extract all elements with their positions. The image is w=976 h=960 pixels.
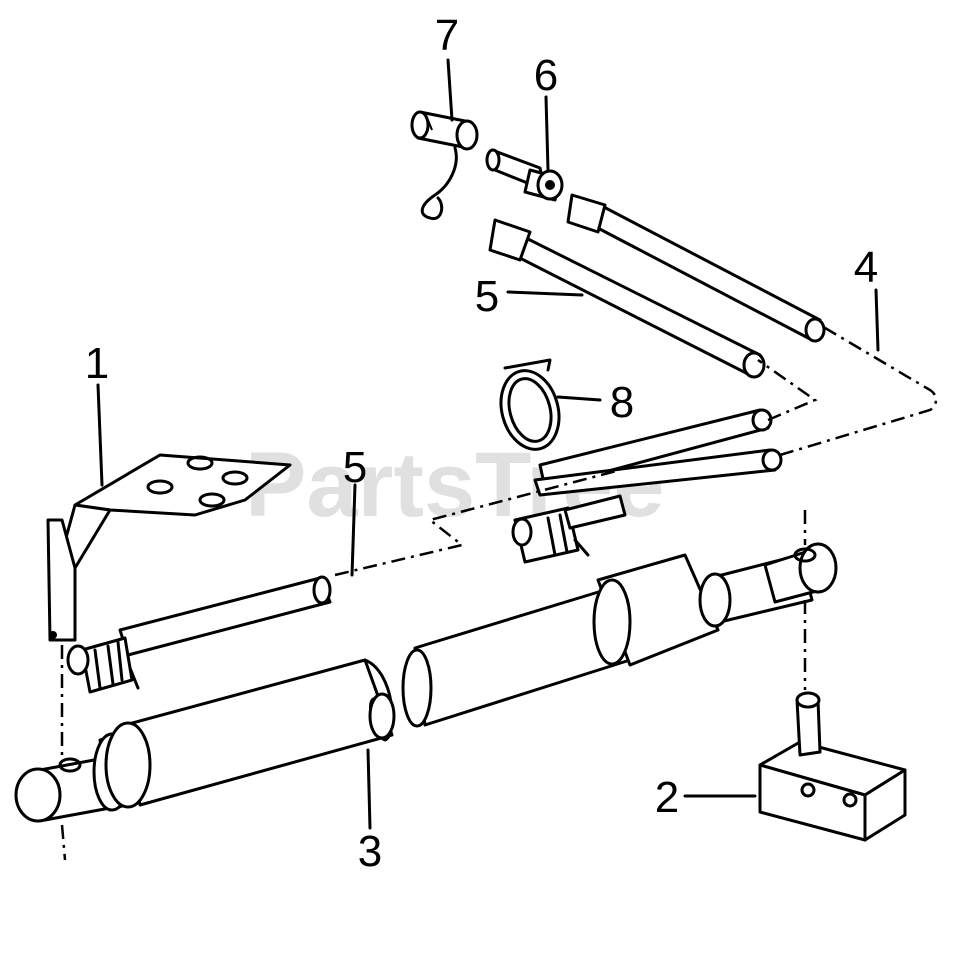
callout-1: 1 <box>85 339 109 388</box>
leader-1 <box>96 383 104 487</box>
part-hose-upper[interactable] <box>488 193 826 564</box>
part-cylinder[interactable] <box>14 542 838 823</box>
callout-3: 3 <box>358 827 382 876</box>
part-fitting-7[interactable] <box>410 110 479 221</box>
centerline-hose-2 <box>757 358 818 422</box>
callout-7: 7 <box>435 11 459 60</box>
part-clamp[interactable] <box>493 358 568 456</box>
centerline-hose <box>334 323 938 577</box>
part-hose-lower[interactable] <box>66 575 332 694</box>
callout-8: 8 <box>610 378 634 427</box>
callout-5-lower: 5 <box>343 443 367 492</box>
leader-4 <box>874 288 880 352</box>
callout-2: 2 <box>655 773 679 822</box>
leader-3 <box>366 748 372 830</box>
part-fitting-6[interactable] <box>485 148 564 202</box>
leader-8 <box>556 395 602 402</box>
leader-5a <box>506 290 584 297</box>
callout-5-upper: 5 <box>475 272 499 321</box>
part-bracket[interactable] <box>46 453 292 642</box>
centerline-pin-left <box>60 645 67 861</box>
leader-5b <box>350 483 357 577</box>
leader-7 <box>446 58 454 122</box>
leader-6 <box>544 95 550 172</box>
part-clevis[interactable] <box>758 691 907 842</box>
callout-4: 4 <box>854 243 878 292</box>
callout-6: 6 <box>534 51 558 100</box>
